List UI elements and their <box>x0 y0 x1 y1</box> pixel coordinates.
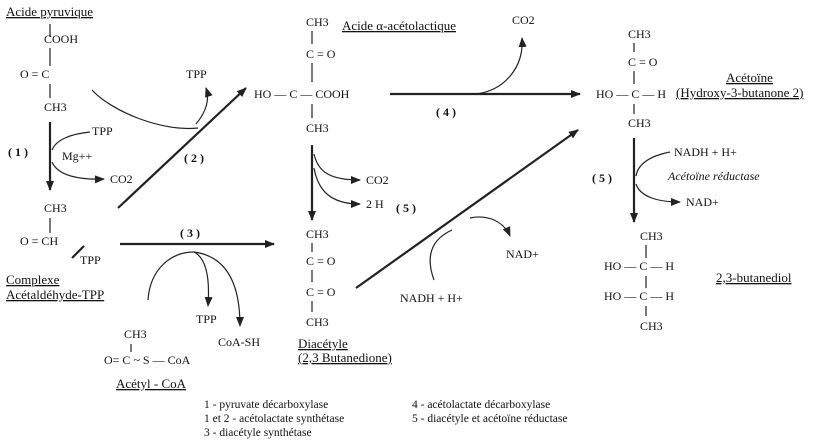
legend-left-1: 1 - pyruvate décarboxylase <box>204 399 328 411</box>
butanediol-row1: HO — C — H <box>604 259 674 273</box>
diacetyl-ch3-top: CH3 <box>306 227 329 241</box>
acetylcoa-title: Acétyl - CoA <box>116 376 187 391</box>
diacetyl-2h: 2 H <box>366 197 384 211</box>
step2-join-curve <box>91 89 199 130</box>
step2-tpp: TPP <box>186 67 207 81</box>
step3-tpp-out <box>193 251 213 307</box>
diacetyl-title-1: Diacétyle <box>298 336 348 351</box>
acetolactic-ch3-top: CH3 <box>306 15 329 29</box>
step3-coash-out <box>193 251 244 327</box>
step5b-nad: NAD+ <box>686 195 719 209</box>
acetoin-ch3-bottom: CH3 <box>628 116 651 130</box>
step5-nad-out <box>469 216 511 237</box>
step1-label: ( 1 ) <box>8 145 28 159</box>
step5-diagonal-arrow <box>355 129 579 289</box>
acetoin-center: HO — C — H <box>596 87 666 101</box>
acetolactic-co: C = O <box>306 47 336 61</box>
acetylcoa-ch3: CH3 <box>124 327 147 341</box>
diacetyl-co-2: C = O <box>306 285 336 299</box>
butanediol-ch3-bottom: CH3 <box>640 319 663 333</box>
acetylcoa-formula: O= C ~ S — CoA <box>104 353 191 367</box>
step4-label: ( 4 ) <box>436 105 456 119</box>
step5-nadh-in <box>429 229 453 281</box>
step4-co2-curve <box>475 37 527 95</box>
acetoin-title-1: Acétoïne <box>726 70 773 85</box>
butanediol-row2: HO — C — H <box>604 289 674 303</box>
butanediol-title: 2,3-butanediol <box>716 270 792 285</box>
butanediol-ch3-top: CH3 <box>640 229 663 243</box>
step1-co2: CO2 <box>110 172 133 186</box>
step3-acetylcoa-in <box>147 251 195 301</box>
diacetyl-co-1: C = O <box>306 254 336 268</box>
acetoin-ch3-top: CH3 <box>628 27 651 41</box>
step5b-nad-out <box>635 183 681 206</box>
step3-tpp: TPP <box>196 312 217 326</box>
step1-mg: Mg++ <box>62 149 92 163</box>
complex-tpp-bond <box>71 245 85 259</box>
pyruvic-co: O = C <box>20 67 49 81</box>
step3-label: ( 3 ) <box>180 226 200 240</box>
legend-left-3: 3 - diacétyle synthétase <box>204 427 312 439</box>
pyruvic-acid-title: Acide pyruvique <box>6 4 93 19</box>
diacetyl-ch3-bottom: CH3 <box>306 315 329 329</box>
acetoin-co: C = O <box>628 55 658 69</box>
diacetyl-2h-curve <box>313 167 361 208</box>
acetoin-title-2: (Hydroxy-3-butanone 2) <box>676 85 803 100</box>
legend-right-1: 4 - acétolactate décarboxylase <box>412 399 550 411</box>
diacetyl-co2: CO2 <box>366 173 389 187</box>
complex-title-1: Complexe <box>6 272 60 287</box>
step5a-label: ( 5 ) <box>396 201 416 215</box>
step2-label: ( 2 ) <box>184 151 204 165</box>
step4-co2: CO2 <box>512 13 535 27</box>
acetolactic-center: HO — C — COOH <box>254 87 350 101</box>
complex-title-2: Acétaldéhyde-TPP <box>6 287 104 302</box>
acetoin-reductase-label: Acétoïne réductase <box>667 169 760 183</box>
step2-diagonal-arrow <box>117 87 247 209</box>
step5b-nadh-in <box>635 151 671 177</box>
legend-right-2: 5 - diacétyle et acétoïne réductase <box>412 413 567 425</box>
pyruvic-ch3: CH3 <box>44 100 67 114</box>
complex-ch3: CH3 <box>44 201 67 215</box>
step2-tpp-out <box>195 87 213 125</box>
diacetyl-co2-curve <box>313 153 361 184</box>
acetolactic-title: Acide α-acétolactique <box>342 18 456 33</box>
pyruvic-cooh: COOH <box>44 32 78 46</box>
step5-nad: NAD+ <box>506 247 539 261</box>
diacetyl-title-2: (2,3 Butanedione) <box>298 350 392 365</box>
step1-tpp: TPP <box>92 124 113 138</box>
step5b-nadh: NADH + H+ <box>674 145 737 159</box>
step3-coash: CoA-SH <box>218 335 260 349</box>
acetolactic-ch3-bottom: CH3 <box>306 121 329 135</box>
step5b-label: ( 5 ) <box>592 171 612 185</box>
step1-tpp-curve <box>51 131 91 151</box>
complex-och: O = CH <box>20 234 58 248</box>
step5-nadh: NADH + H+ <box>400 291 463 305</box>
legend-left-2: 1 et 2 - acétolactate synthétase <box>204 413 344 425</box>
complex-tpp: TPP <box>80 253 101 267</box>
step1-co2-curve <box>51 161 105 184</box>
